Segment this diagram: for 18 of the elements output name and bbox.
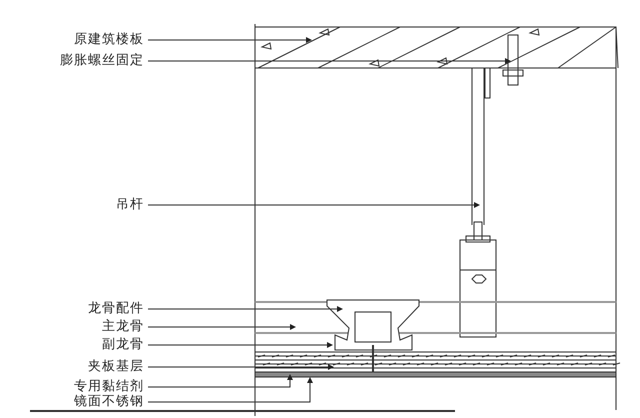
part-label: 膨胀螺丝固定 (60, 53, 144, 69)
part-label: 原建筑楼板 (74, 32, 144, 48)
leader-line (148, 342, 333, 348)
part-label: 专用黏结剂 (74, 379, 144, 395)
leader-line (148, 374, 293, 388)
part-label: 夹板基层 (88, 359, 144, 375)
leader-line (148, 37, 312, 43)
part-label: 主龙骨 (102, 319, 144, 335)
leader-line (148, 364, 334, 370)
part-label: 镜面不锈钢 (74, 394, 144, 410)
leader-line (148, 306, 343, 312)
leader-line (148, 58, 511, 64)
part-label: 副龙骨 (102, 337, 144, 353)
part-label: 吊杆 (116, 197, 144, 213)
leader-line (148, 202, 480, 208)
leader-line (148, 324, 296, 330)
part-label: 龙骨配件 (88, 301, 144, 317)
leader-line (148, 377, 313, 402)
